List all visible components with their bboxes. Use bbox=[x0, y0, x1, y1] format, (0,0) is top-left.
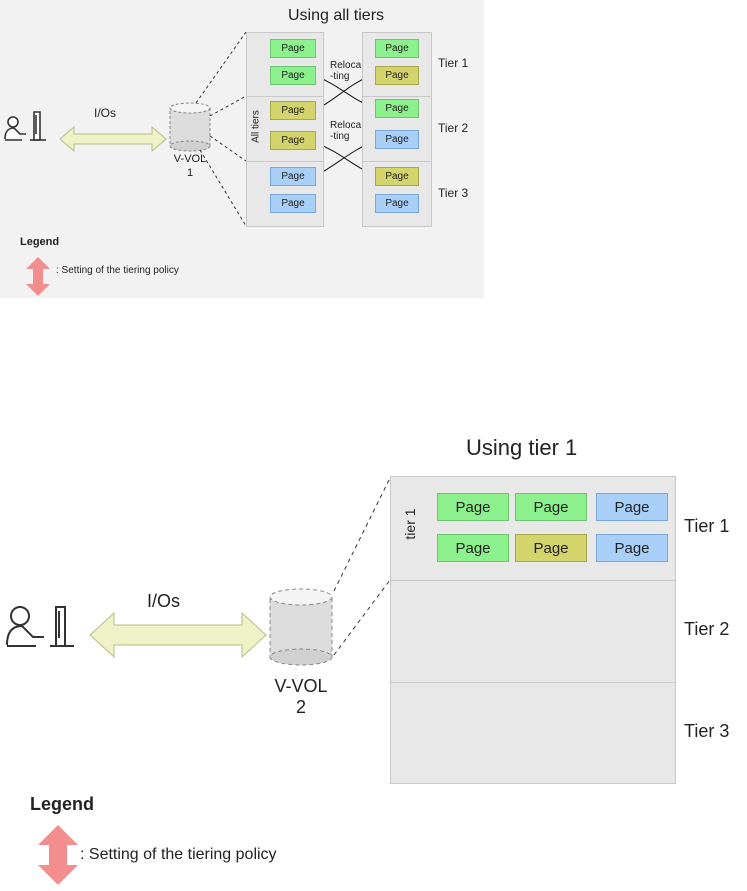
bottom-legend-title: Legend bbox=[30, 794, 95, 814]
top-dest-band-2 bbox=[363, 97, 431, 162]
top-relocating-label-a: Reloca -ting bbox=[330, 60, 361, 82]
top-policy-label: All tiers bbox=[250, 110, 262, 143]
bottom-tier-label-1: Tier 1 bbox=[684, 516, 730, 536]
top-relocating-a-line1: Reloca bbox=[330, 60, 362, 71]
top-tier-label-1: Tier 1 bbox=[438, 56, 469, 70]
top-page-src-3: Page bbox=[270, 101, 316, 120]
top-dest-band-1 bbox=[363, 33, 431, 97]
top-page-dst-6: Page bbox=[375, 194, 419, 213]
bottom-tier-label-3: Tier 3 bbox=[684, 721, 730, 741]
top-page-src-2: Page bbox=[270, 66, 316, 85]
top-page-dst-2: Page bbox=[375, 66, 419, 85]
top-vvol-name: V-VOL bbox=[173, 153, 207, 165]
top-relocating-a-line2: -ting bbox=[330, 71, 350, 82]
top-vvol-label: V-VOL 1 bbox=[160, 152, 220, 180]
bottom-band-1 bbox=[391, 477, 675, 581]
bottom-vvol-number: 2 bbox=[295, 697, 306, 717]
bottom-page-6: Page bbox=[596, 534, 668, 562]
bottom-policy-label: tier 1 bbox=[402, 508, 418, 540]
bottom-page-1: Page bbox=[437, 493, 509, 521]
top-source-band-2 bbox=[247, 97, 323, 162]
bottom-legend-text: : Setting of the tiering policy bbox=[80, 846, 277, 863]
io-arrow bbox=[59, 125, 167, 153]
top-relocating-b-line2: -ting bbox=[330, 131, 350, 142]
top-relocating-label-b: Reloca -ting bbox=[330, 120, 361, 142]
user-icon bbox=[4, 111, 46, 141]
top-tier-label-2: Tier 2 bbox=[438, 121, 469, 135]
legend-arrow-icon bbox=[26, 257, 50, 296]
top-title: Using all tiers bbox=[288, 7, 385, 24]
top-relocating-b-line1: Reloca bbox=[330, 120, 362, 131]
top-legend-title: Legend bbox=[20, 236, 60, 248]
bottom-ios-label: I/Os bbox=[147, 591, 181, 611]
io-arrow-bottom bbox=[89, 611, 267, 659]
top-page-src-4: Page bbox=[270, 131, 316, 150]
top-page-dst-4: Page bbox=[375, 130, 419, 149]
top-tier-label-3: Tier 3 bbox=[438, 186, 469, 200]
bottom-page-2: Page bbox=[515, 493, 587, 521]
top-page-dst-3: Page bbox=[375, 99, 419, 118]
top-ios-label: I/Os bbox=[94, 106, 117, 120]
top-page-dst-5: Page bbox=[375, 167, 419, 186]
top-vvol-number: 1 bbox=[186, 167, 194, 179]
vvol-cylinder-icon-bottom bbox=[269, 588, 333, 666]
bottom-title: Using tier 1 bbox=[466, 435, 578, 460]
bottom-band-2 bbox=[391, 581, 675, 683]
top-page-src-5: Page bbox=[270, 167, 316, 186]
bottom-page-3: Page bbox=[596, 493, 668, 521]
top-page-dst-1: Page bbox=[375, 39, 419, 58]
top-source-band-1 bbox=[247, 33, 323, 97]
bottom-vvol-name: V-VOL bbox=[274, 676, 328, 696]
bottom-vvol-label: V-VOL 2 bbox=[256, 676, 346, 718]
top-legend-text: : Setting of the tiering policy bbox=[56, 265, 179, 276]
top-page-src-6: Page bbox=[270, 194, 316, 213]
bottom-band-3 bbox=[391, 683, 675, 783]
vvol-cylinder-icon bbox=[169, 102, 211, 152]
top-page-src-1: Page bbox=[270, 39, 316, 58]
bottom-page-4: Page bbox=[437, 534, 509, 562]
legend-arrow-icon-bottom bbox=[38, 825, 78, 885]
bottom-tier-column bbox=[390, 476, 676, 784]
bottom-tier-label-2: Tier 2 bbox=[684, 619, 730, 639]
user-icon-bottom bbox=[6, 606, 74, 647]
bottom-page-5: Page bbox=[515, 534, 587, 562]
